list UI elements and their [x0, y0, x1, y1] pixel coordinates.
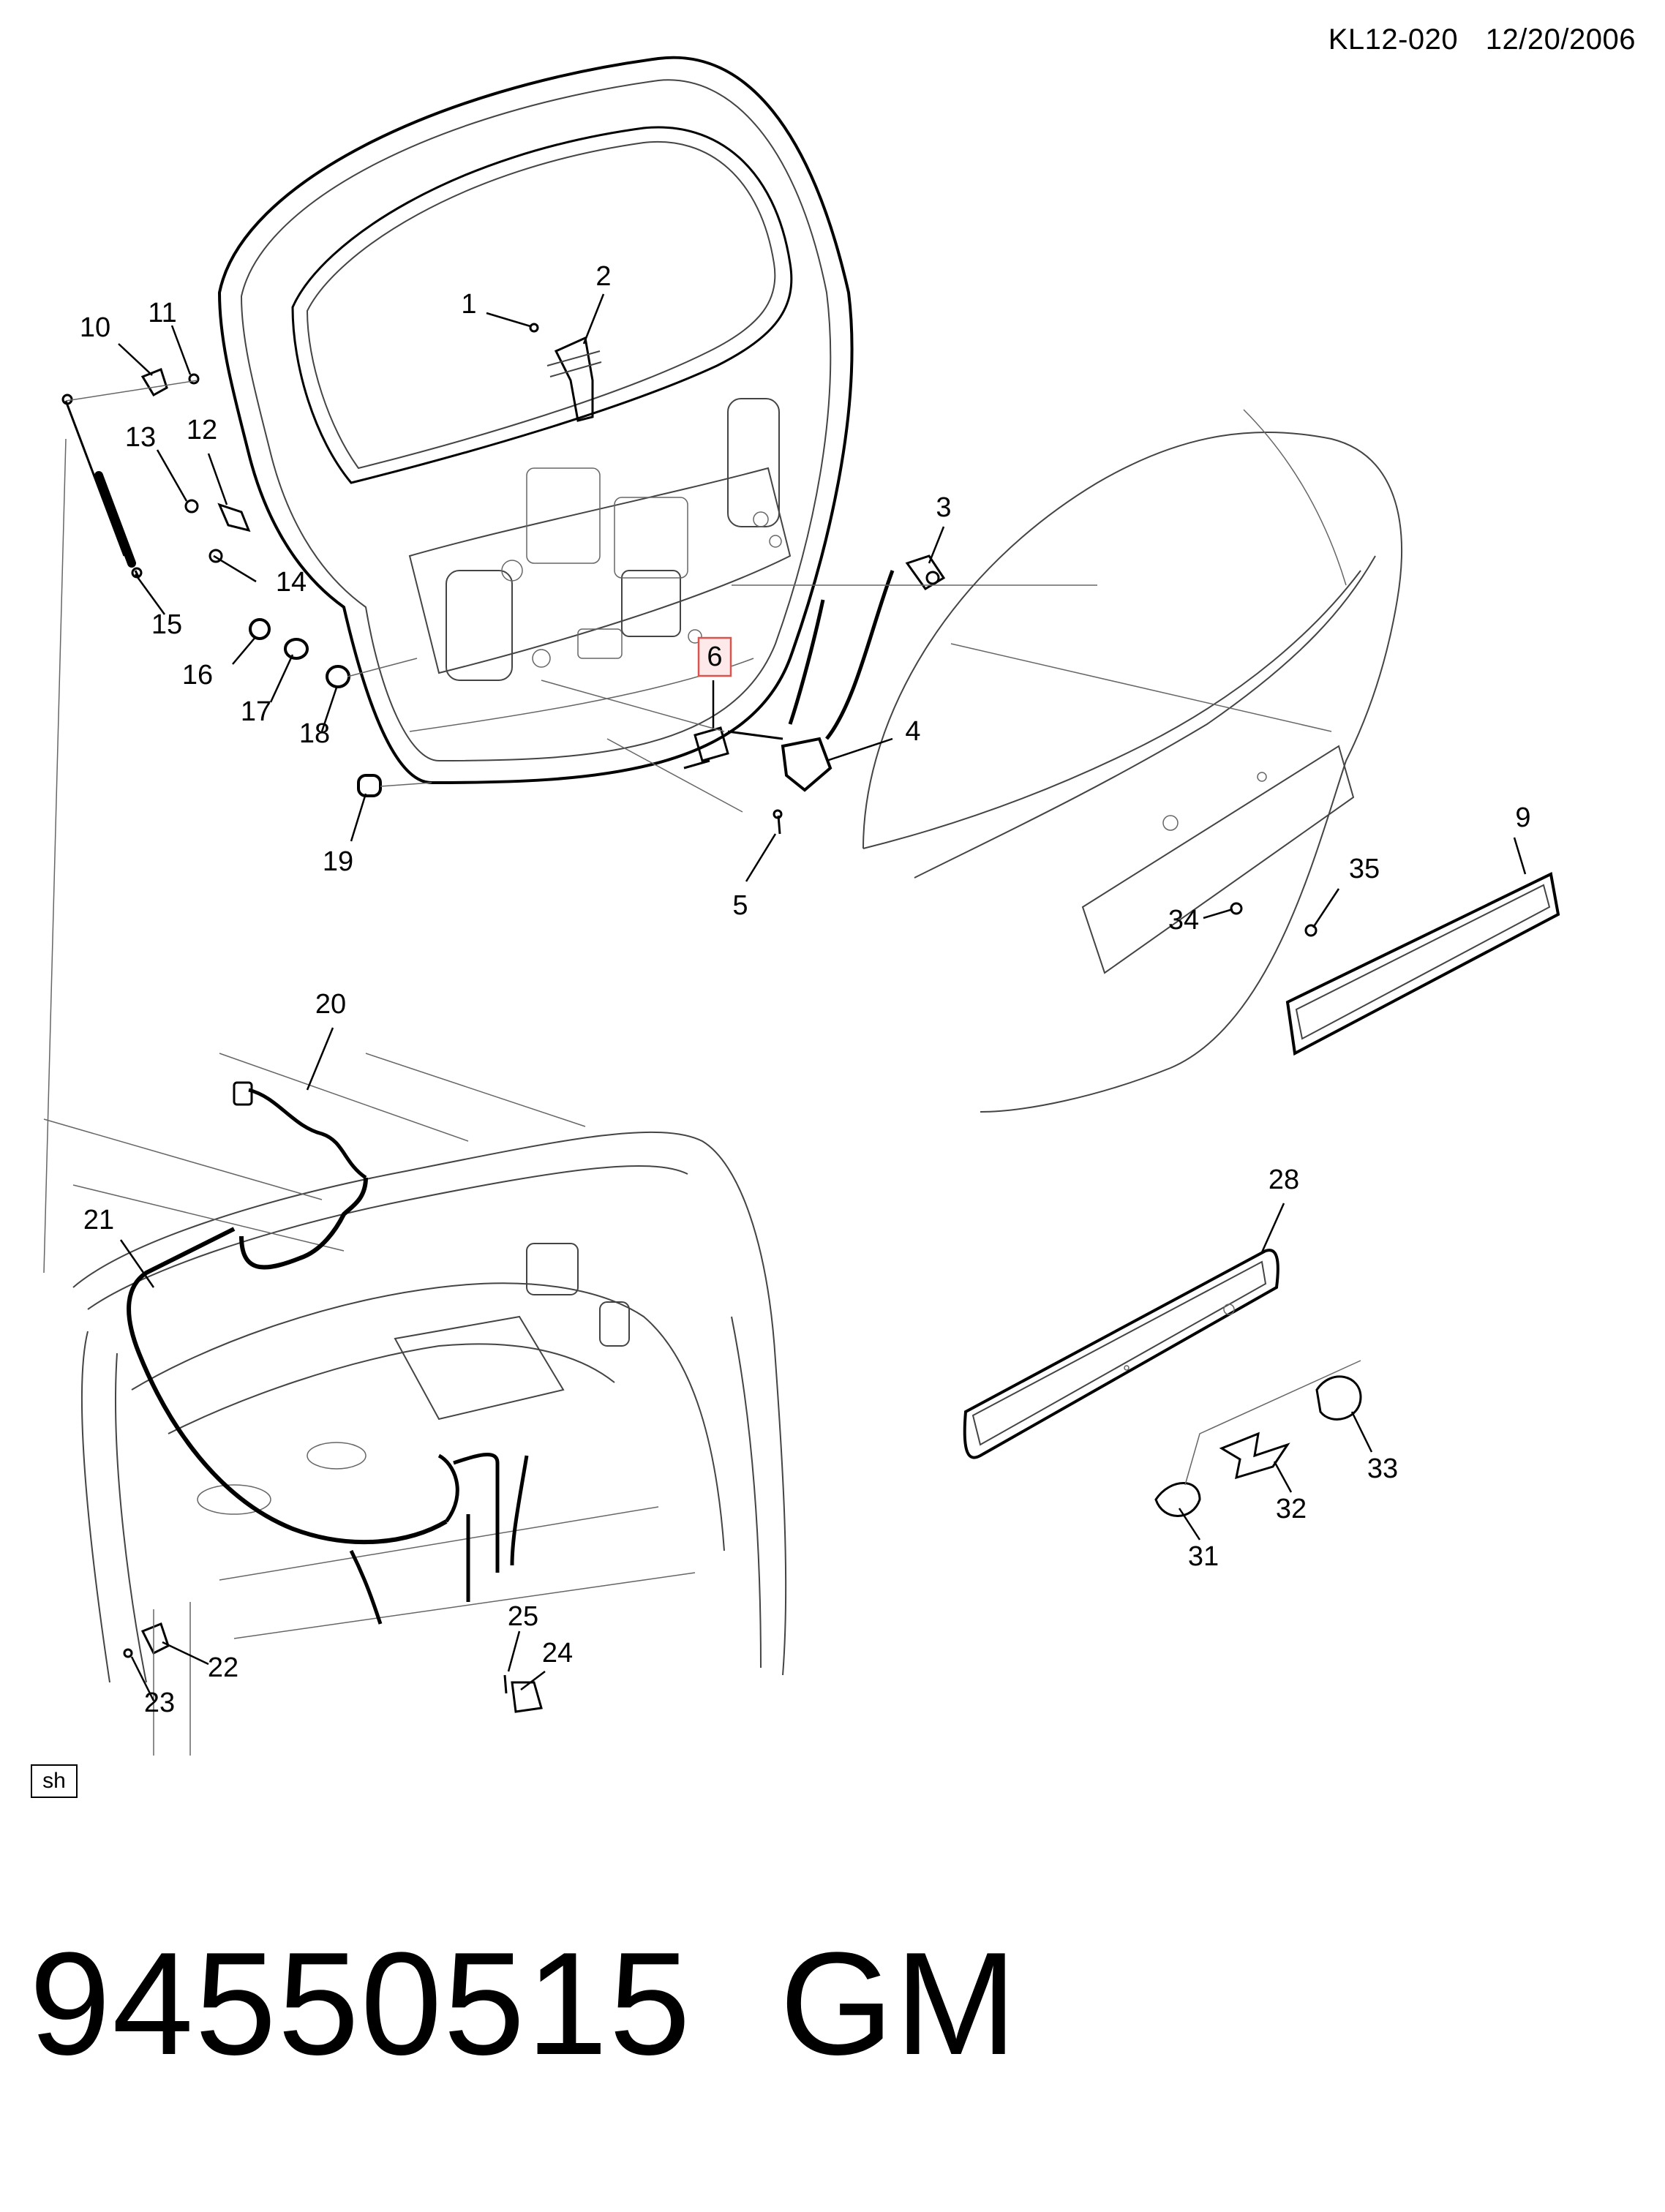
- callout-16: 16: [182, 660, 213, 691]
- callout-20: 20: [315, 989, 346, 1020]
- callout-23: 23: [144, 1688, 175, 1718]
- part-number: 94550515: [29, 1922, 692, 2085]
- callout-2: 2: [595, 261, 611, 292]
- callout-11: 11: [148, 298, 176, 328]
- part-gas-strut: [43, 368, 251, 1274]
- callout-4: 4: [905, 716, 920, 747]
- callout-14: 14: [276, 567, 307, 598]
- callout-9: 9: [1515, 802, 1530, 833]
- callout-28: 28: [1269, 1165, 1299, 1195]
- callout-33: 33: [1367, 1453, 1398, 1484]
- sheet-tag: sh: [31, 1764, 78, 1798]
- callout-17: 17: [241, 696, 271, 727]
- diagram-date: 12/20/2006: [1485, 23, 1636, 56]
- vehicle-rear-view: [862, 409, 1560, 1113]
- callout-21: 21: [83, 1205, 114, 1235]
- callout-6: 6: [707, 642, 722, 672]
- callout-1: 1: [461, 289, 476, 320]
- callout-5: 5: [732, 890, 748, 921]
- callout-3: 3: [936, 492, 951, 523]
- diagram-code: KL12-020: [1328, 23, 1459, 56]
- callout-13: 13: [125, 422, 156, 453]
- highlighted-callout-box: [697, 636, 732, 677]
- callout-34: 34: [1168, 905, 1199, 936]
- leader-lines: [118, 293, 1527, 1701]
- diagram-header: KL12-020 12/20/2006: [1309, 23, 1636, 56]
- part-bumpers: [249, 618, 432, 797]
- liftgate-drawing: [217, 56, 854, 785]
- callout-18: 18: [299, 718, 330, 749]
- part-latch-assembly: [541, 554, 1097, 835]
- callout-22: 22: [208, 1652, 238, 1683]
- callout-19: 19: [323, 846, 353, 877]
- cargo-area-drawing: [43, 1053, 787, 1756]
- emblem-parts: [963, 1249, 1362, 1517]
- callout-32: 32: [1276, 1494, 1307, 1524]
- part-hinge-assembly: [529, 323, 602, 422]
- callout-35: 35: [1349, 854, 1380, 884]
- brand-name: GM: [779, 1922, 1019, 2085]
- callout-31: 31: [1188, 1541, 1219, 1572]
- callout-12: 12: [187, 415, 217, 445]
- callout-15: 15: [151, 609, 182, 640]
- callout-24: 24: [542, 1638, 573, 1669]
- callout-10: 10: [80, 312, 110, 343]
- callout-25: 25: [508, 1601, 538, 1632]
